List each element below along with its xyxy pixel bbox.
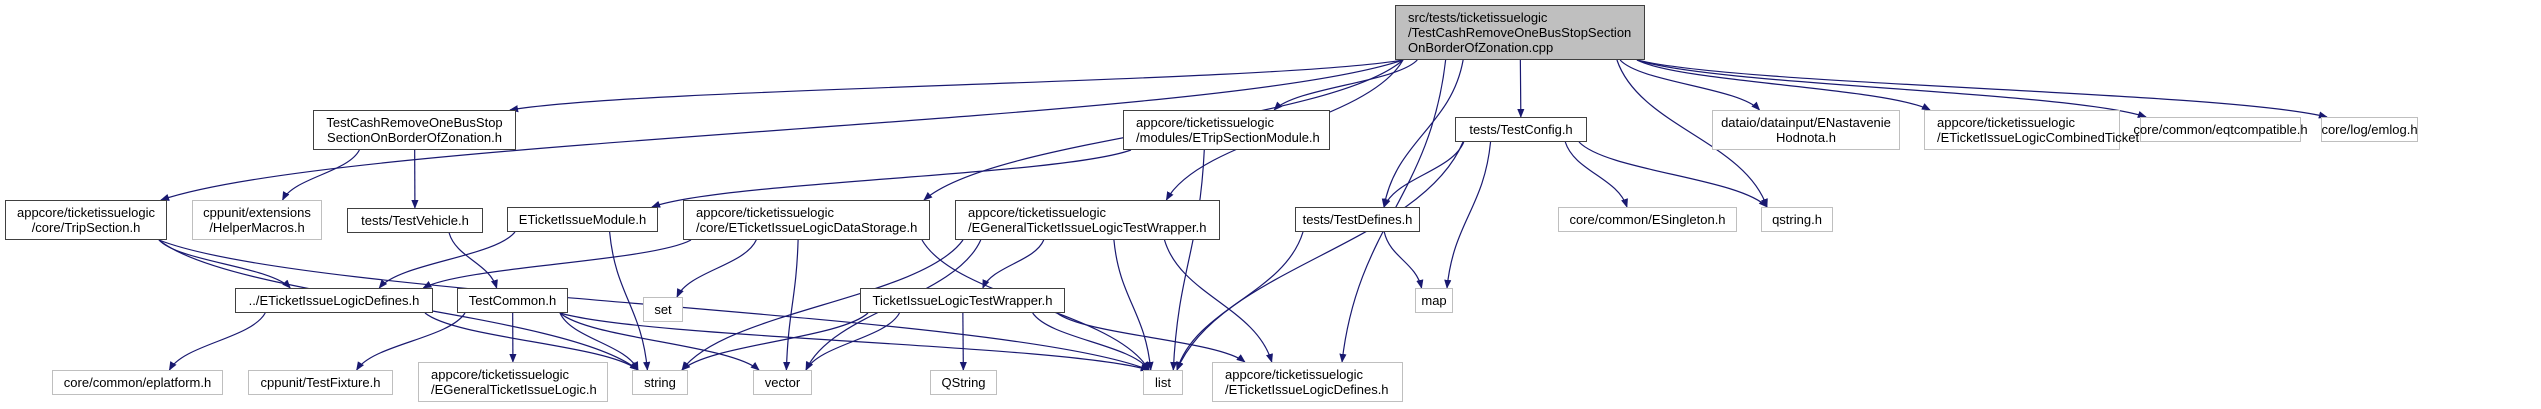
edge-testcash_h-to-helpermacros [282,149,360,201]
edge-testconfig-to-map [1444,141,1492,289]
edge-eticketissuemodule-to-reldefines [378,231,516,289]
node-testdefines[interactable]: tests/TestDefines.h [1295,207,1420,232]
node-reldefines[interactable]: ../ETicketIssueLogicDefines.h [235,288,433,313]
node-egeneraltestwrapper[interactable]: appcore/ticketissuelogic /EGeneralTicket… [955,200,1220,240]
edge-root-to-qstring_h [1616,59,1768,208]
edge-etripsectionmodule-to-eticketissuemodule [651,149,1132,208]
edge-testcommon-to-vector [559,312,760,371]
edge-egeneraltestwrapper-to-string [681,239,964,371]
edge-testconfig-to-esingleton [1564,141,1628,208]
edge-root-to-tripsection [160,59,1404,201]
node-set: set [643,297,683,322]
edge-testcommon-to-list [559,312,1150,372]
edge-root-to-testcash_h [509,59,1404,113]
node-eplatform: core/common/eplatform.h [52,370,223,395]
edge-ticketwrapper-to-string [681,312,869,371]
node-datastorage[interactable]: appcore/ticketissuelogic /core/ETicketIs… [683,200,930,240]
node-testcash-h[interactable]: TestCashRemoveOneBusStop SectionOnBorder… [313,110,516,150]
edge-testconfig-to-qstring_h [1578,141,1768,208]
node-testcommon[interactable]: TestCommon.h [457,288,568,313]
node-etripsectionmodule[interactable]: appcore/ticketissuelogic /modules/ETripS… [1123,110,1330,150]
node-string: string [632,370,688,395]
edge-root-to-etripsectionmodule [1273,59,1418,111]
node-tripsection[interactable]: appcore/ticketissuelogic /core/TripSecti… [5,200,167,240]
node-eqtcompatible: core/common/eqtcompatible.h [2133,117,2308,142]
edge-testcommon-to-testfixture [356,312,466,371]
node-ticketwrapper[interactable]: TicketIssueLogicTestWrapper.h [860,288,1065,313]
edge-root-to-eqtcompatible [1636,59,2147,118]
edge-reldefines-to-eplatform [168,312,266,371]
node-testconfig[interactable]: tests/TestConfig.h [1455,117,1587,142]
edge-reldefines-to-string [424,312,639,371]
node-testfixture: cppunit/TestFixture.h [248,370,393,395]
node-helpermacros: cppunit/extensions /HelperMacros.h [192,200,322,240]
node-testvehicle[interactable]: tests/TestVehicle.h [347,208,483,233]
edge-ticketwrapper-to-absdefines [1056,312,1246,363]
node-vector: vector [753,370,812,395]
node-enastavenie: dataio/datainput/ENastavenie Hodnota.h [1712,110,1900,150]
edge-egeneraltestwrapper-to-absdefines [1163,239,1273,363]
node-absdefines: appcore/ticketissuelogic /ETicketIssueLo… [1212,362,1403,402]
edge-testdefines-to-map [1383,231,1424,289]
node-map: map [1415,288,1453,313]
edge-testvehicle-to-testcommon [448,232,498,289]
edge-eticketissuemodule-to-string [609,231,651,371]
node-list: list [1143,370,1183,395]
node-eticketissuemodule[interactable]: ETicketIssueModule.h [507,207,658,232]
edge-egeneraltestwrapper-to-list [1113,239,1154,371]
node-emlog: core/log/emlog.h [2321,117,2418,142]
edge-root-to-enastavenie [1619,59,1761,111]
edge-ticketwrapper-to-vector [805,312,901,371]
node-qstring: QString [930,370,997,395]
edge-datastorage-to-vector [783,239,799,371]
node-qstring-h: qstring.h [1761,207,1833,232]
node-combinedticket: appcore/ticketissuelogic /ETicketIssueLo… [1924,110,2150,150]
edge-testconfig-to-testdefines [1383,141,1465,208]
edge-etripsectionmodule-to-list [1170,149,1205,371]
edge-egeneraltestwrapper-to-ticketwrapper [982,239,1045,289]
edge-datastorage-to-set [676,239,757,298]
edge-testcommon-to-string [559,312,639,371]
edge-testconfig-to-list [1176,141,1464,371]
edge-ticketwrapper-to-list [1032,312,1150,371]
edge-root-to-testdefines [1381,59,1464,208]
node-egenerallogic: appcore/ticketissuelogic /EGeneralTicket… [418,362,608,402]
edge-root-to-combinedticket [1636,59,1931,111]
edge-testdefines-to-list [1175,231,1304,371]
node-esingleton: core/common/ESingleton.h [1558,207,1737,232]
edge-datastorage-to-reldefines [422,239,692,289]
edge-root-to-emlog [1636,59,2328,119]
node-root[interactable]: src/tests/ticketissuelogic /TestCashRemo… [1395,5,1645,60]
